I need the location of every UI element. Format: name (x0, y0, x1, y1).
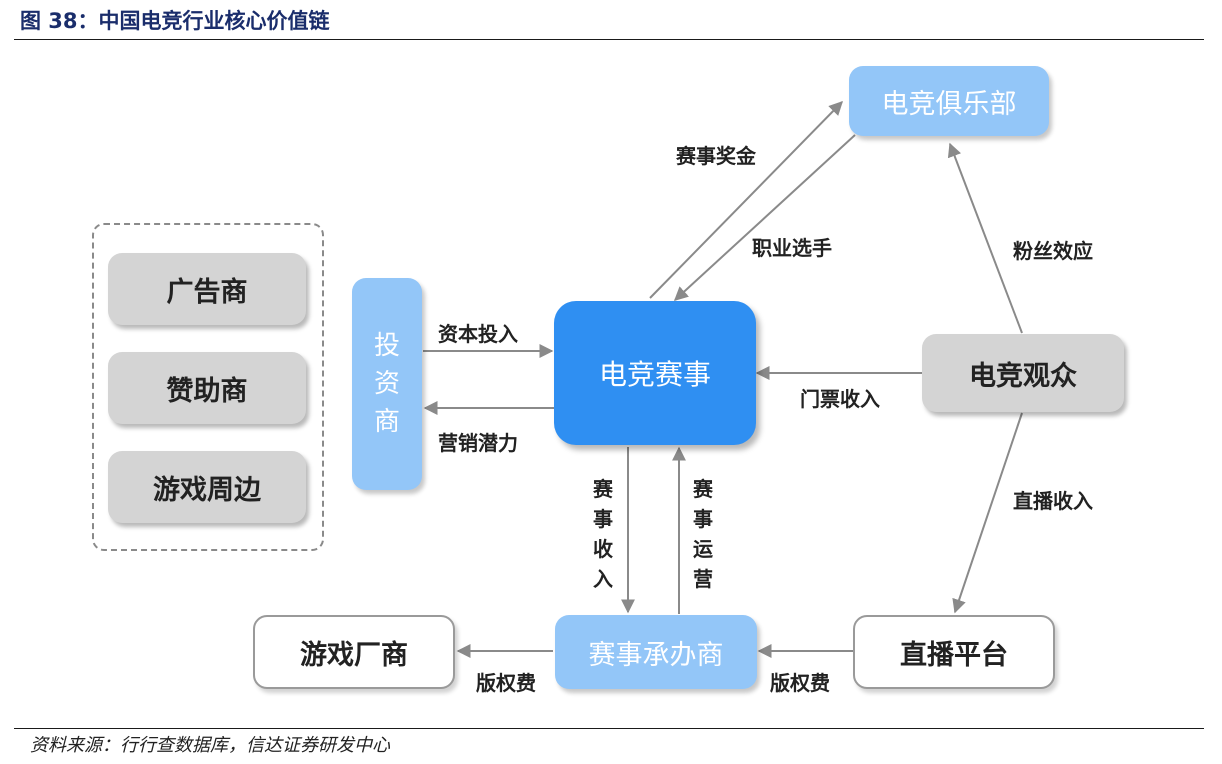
label-event-ops: 赛事运营 (693, 477, 713, 591)
node-club: 电竞俱乐部 (849, 66, 1049, 136)
node-investor-char-2: 资 (373, 369, 400, 399)
node-investor: 投 资 商 (352, 278, 422, 490)
top-rule (14, 39, 1204, 40)
node-event: 电竞赛事 (554, 301, 756, 445)
node-audience: 电竞观众 (922, 334, 1124, 412)
node-merch: 游戏周边 (108, 451, 306, 523)
advertiser-group (92, 223, 324, 551)
node-investor-char-3: 商 (373, 407, 400, 437)
bottom-rule (14, 728, 1204, 729)
node-game-developer: 游戏厂商 (253, 615, 455, 689)
source-note: 资料来源：行行查数据库，信达证券研发中心 (30, 735, 390, 756)
node-organizer: 赛事承办商 (555, 615, 757, 689)
label-ticket: 门票收入 (800, 387, 880, 411)
label-capital-in: 资本投入 (438, 322, 518, 346)
label-live-income: 直播收入 (1013, 489, 1093, 513)
label-license-game: 版权费 (476, 671, 536, 695)
node-investor-char-1: 投 (373, 331, 400, 361)
label-prize: 赛事奖金 (676, 144, 756, 168)
arrow-players (673, 134, 856, 301)
node-advertiser: 广告商 (108, 253, 306, 325)
label-license-stream: 版权费 (770, 671, 830, 695)
label-marketing: 营销潜力 (438, 431, 518, 455)
label-event-income: 赛事收入 (593, 477, 613, 591)
node-sponsor: 赞助商 (108, 352, 306, 424)
node-streaming: 直播平台 (853, 615, 1055, 689)
label-players: 职业选手 (752, 236, 832, 260)
arrow-live-income (952, 412, 1023, 614)
arrow-prize (649, 100, 843, 299)
arrow-fan-effect (947, 142, 1023, 334)
label-fan-effect: 粉丝效应 (1013, 239, 1093, 263)
figure-title: 图 38：中国电竞行业核心价值链 (20, 9, 330, 33)
